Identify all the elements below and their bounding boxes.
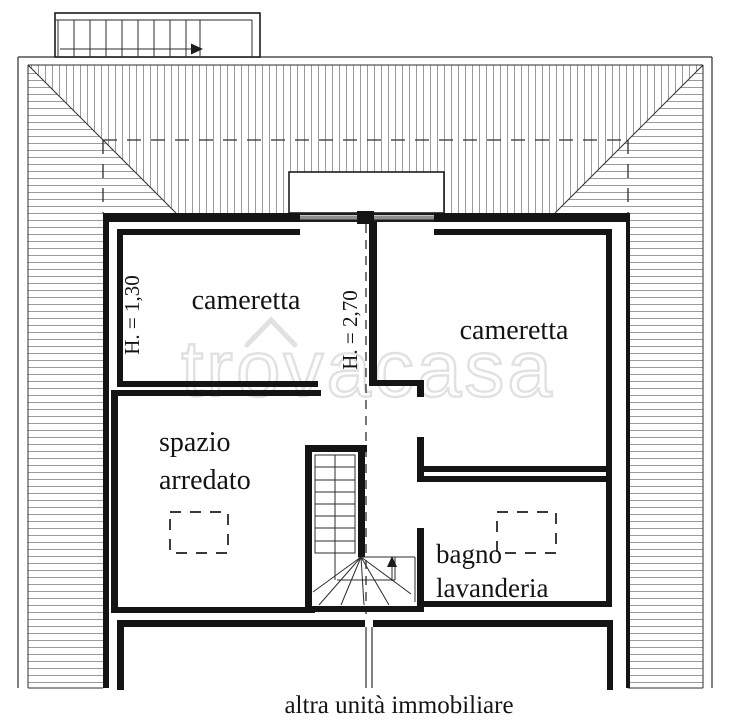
wall-lower-unit-divider	[365, 627, 373, 688]
dashed-square-bagno	[496, 511, 557, 554]
wall-window-pier	[357, 211, 374, 224]
interior-staircase	[312, 454, 416, 606]
wall-inner-right	[606, 229, 612, 607]
wall-lower-unit-top-left	[117, 620, 365, 627]
wall-exterior-top-left	[103, 213, 300, 222]
label-cameretta-right: cameretta	[460, 315, 569, 346]
label-arredato: arredato	[159, 465, 251, 496]
roof-hatch	[27, 64, 704, 689]
stair-winder-fan	[312, 556, 412, 606]
roof-face-top	[28, 65, 703, 213]
dashed-square-spazio	[169, 511, 229, 554]
wall-lower-unit-top-right	[373, 620, 613, 627]
label-cameretta-left: cameretta	[192, 285, 301, 316]
label-lavanderia: lavanderia	[436, 573, 548, 603]
roof-face-left	[28, 65, 176, 688]
wall-exterior-top-right	[434, 213, 630, 222]
stair-treads-top	[57, 20, 201, 57]
wall-exterior-left	[103, 213, 109, 688]
stair-direction-arrow-top	[191, 43, 203, 55]
label-spazio: spazio	[159, 427, 231, 458]
watermark-roof-icon	[244, 316, 298, 348]
walls	[103, 211, 630, 690]
exterior-staircase	[54, 12, 261, 58]
roof-hip-lines	[27, 64, 704, 214]
label-height-center: H. = 2,70	[338, 290, 362, 370]
stair-direction-arrow	[387, 556, 397, 567]
roof-ridge-dashed	[102, 139, 629, 213]
label-other-unit: altra unità immobiliare	[284, 692, 513, 719]
label-height-left: H. = 1,30	[120, 275, 144, 355]
dormer-box	[288, 171, 445, 214]
wall-central-partition	[369, 222, 377, 386]
wall-stair-shaft	[305, 445, 312, 613]
wall-exterior-right	[626, 213, 630, 688]
room-labels: cameretta cameretta spazio arredato bagn…	[120, 275, 569, 719]
label-bagno: bagno	[436, 539, 502, 569]
windows	[300, 213, 434, 222]
wall-central-stub	[377, 380, 424, 386]
